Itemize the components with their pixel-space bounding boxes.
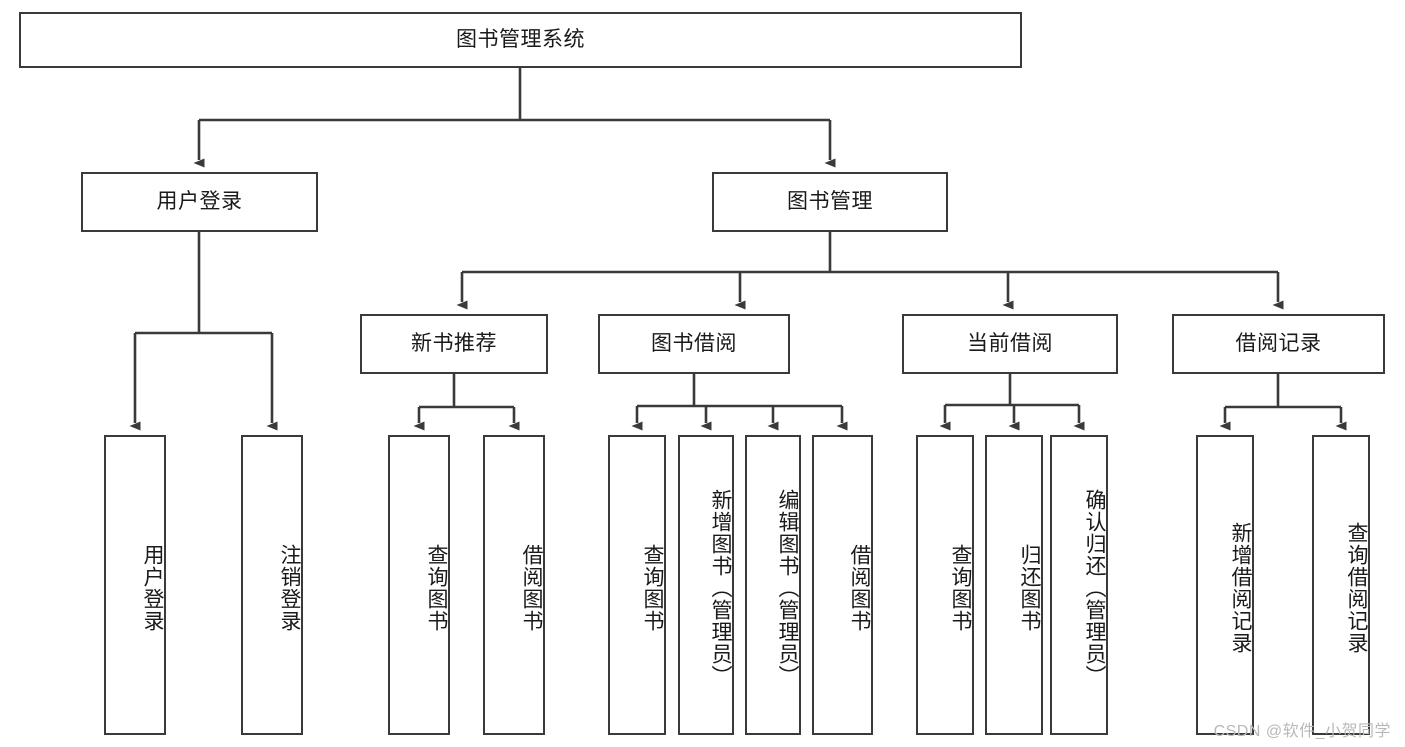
node-leaf-edit-book-label: 编辑图书（管理员） [776,489,799,687]
node-borrow-record[interactable]: 借阅记录 [1172,314,1385,374]
node-book-manage-label: 图书管理 [787,190,873,214]
node-leaf-query-book-3-label: 查询图书 [949,544,972,632]
node-root-label: 图书管理系统 [456,28,585,52]
node-current-borrow[interactable]: 当前借阅 [902,314,1118,374]
node-leaf-query-book-1[interactable]: 查询图书 [388,435,450,735]
node-leaf-edit-book[interactable]: 编辑图书（管理员） [745,435,801,735]
node-leaf-query-record[interactable]: 查询借阅记录 [1312,435,1370,735]
node-borrow-record-label: 借阅记录 [1235,332,1322,356]
node-leaf-add-book[interactable]: 新增图书（管理员） [678,435,734,735]
node-leaf-borrow-book-1-label: 借阅图书 [520,544,543,632]
node-leaf-add-record[interactable]: 新增借阅记录 [1196,435,1254,735]
node-leaf-return-book-label: 归还图书 [1018,544,1041,632]
node-leaf-confirm-return[interactable]: 确认归还（管理员） [1050,435,1108,735]
node-book-borrow[interactable]: 图书借阅 [598,314,790,374]
node-leaf-logout[interactable]: 注销登录 [241,435,303,735]
node-leaf-query-book-1-label: 查询图书 [425,544,448,632]
watermark: CSDN @软件_小贺同学 [1213,723,1391,740]
node-leaf-query-book-2-label: 查询图书 [641,544,664,632]
node-new-book-rec[interactable]: 新书推荐 [360,314,548,374]
node-leaf-user-login[interactable]: 用户登录 [104,435,166,735]
node-user-login-label: 用户登录 [156,190,243,214]
node-root[interactable]: 图书管理系统 [19,12,1022,68]
node-leaf-borrow-book-2[interactable]: 借阅图书 [812,435,873,735]
node-leaf-borrow-book-2-label: 借阅图书 [848,544,871,632]
node-user-login[interactable]: 用户登录 [81,172,318,232]
node-leaf-return-book[interactable]: 归还图书 [985,435,1043,735]
node-leaf-borrow-book-1[interactable]: 借阅图书 [483,435,545,735]
node-new-book-rec-label: 新书推荐 [411,332,497,356]
node-leaf-logout-label: 注销登录 [278,544,301,632]
node-leaf-query-record-label: 查询借阅记录 [1345,522,1368,654]
node-leaf-query-book-3[interactable]: 查询图书 [916,435,974,735]
node-leaf-add-book-label: 新增图书（管理员） [709,489,732,687]
node-leaf-query-book-2[interactable]: 查询图书 [608,435,666,735]
node-leaf-user-login-label: 用户登录 [141,544,164,632]
node-current-borrow-label: 当前借阅 [967,332,1053,356]
node-book-borrow-label: 图书借阅 [651,332,737,356]
node-leaf-add-record-label: 新增借阅记录 [1229,522,1252,654]
node-leaf-confirm-return-label: 确认归还（管理员） [1083,489,1106,687]
node-book-manage[interactable]: 图书管理 [712,172,948,232]
